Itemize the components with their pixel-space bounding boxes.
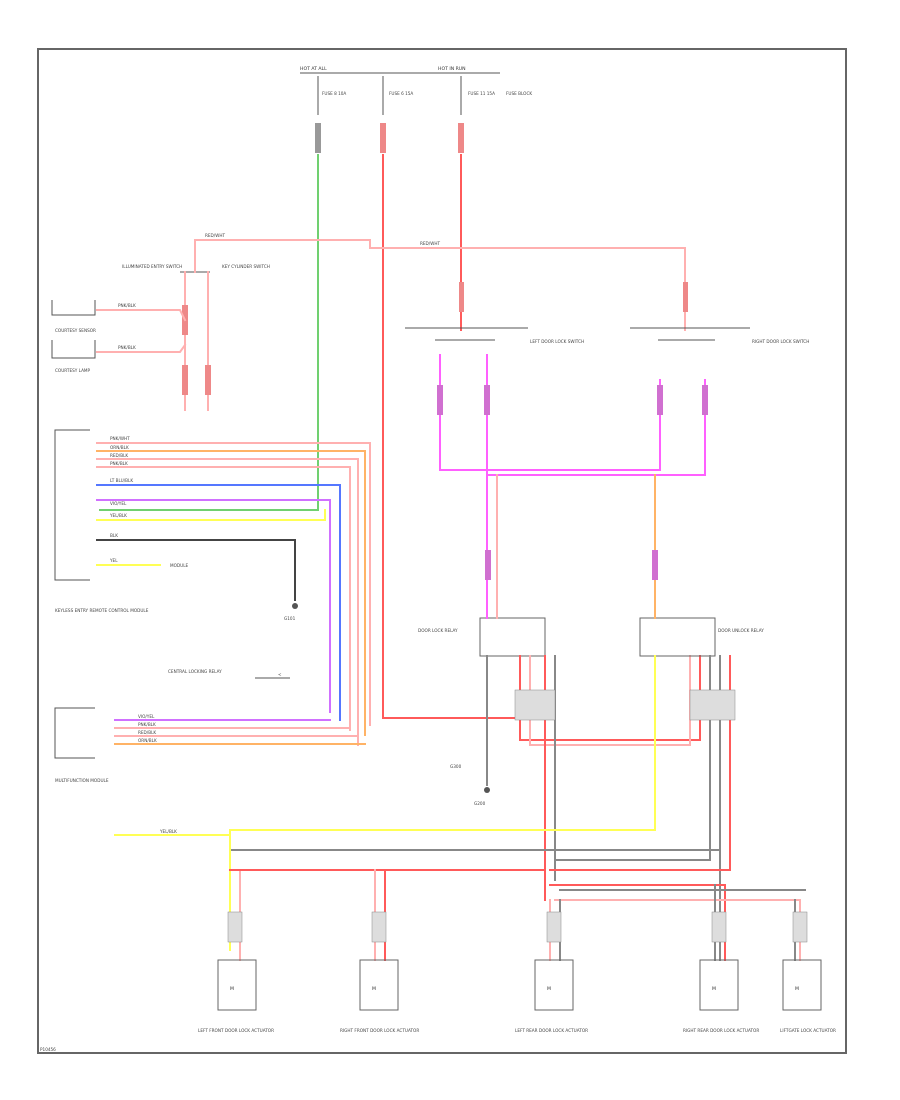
relay-left: DOOR LOCK RELAY [418, 628, 458, 633]
keyless-module-group: KEYLESS ENTRY REMOTE CONTROL MODULE PNK/… [54, 429, 371, 746]
module-ref: MODULE [170, 563, 189, 568]
actuator-tg: M LIFTGATE LOCK ACTUATOR [780, 959, 836, 1033]
wire-label-courtesy-1: PNK/BLK [118, 303, 136, 308]
top-bus: HOT AT ALL HOT IN RUN FUSE 8 10A FUSE 6 … [300, 66, 532, 96]
fuse-c-label: FUSE 11 15A [468, 91, 495, 96]
courtesy-sensor: COURTESY SENSOR [55, 328, 96, 333]
courtesy-lamp: COURTESY LAMP [55, 368, 91, 373]
wire-label-mod-8: BLK [110, 533, 118, 538]
central-lock-relay: CENTRAL LOCKING RELAY < [168, 669, 290, 679]
wire-label-mod-3: RED/BLK [110, 453, 128, 458]
relay-right: DOOR UNLOCK RELAY [718, 628, 764, 633]
wire-label-smart-1: VIO/YEL [138, 714, 155, 719]
left-lock-switch-group: LEFT DOOR LOCK SWITCH [405, 327, 706, 476]
ground-g2: G200 [474, 801, 486, 806]
wire-label-smart-3: RED/BLK [138, 730, 156, 735]
wire-label-smart-2: PNK/BLK [138, 722, 156, 727]
actuator-rr: M RIGHT REAR DOOR LOCK ACTUATOR [683, 959, 759, 1033]
illum-switch-left: ILLUMINATED ENTRY SWITCH [122, 264, 182, 269]
fuse-b-label: FUSE 6 15A [389, 91, 413, 96]
right-lock-switch-group: RIGHT DOOR LOCK SWITCH [630, 327, 809, 415]
top-hot-bus-left: HOT AT ALL [300, 66, 327, 72]
svg-text:<: < [278, 672, 282, 677]
wire-label-mod-1: PNK/WHT [110, 436, 130, 441]
door-lock-motor-tg: LIFTGATE LOCK ACTUATOR [780, 1028, 836, 1033]
illuminated-switches: ILLUMINATED ENTRY SWITCH KEY CYLINDER SW… [122, 239, 270, 411]
footer-code: P10456 [40, 1047, 56, 1052]
wire-label-mod-4: PNK/BLK [110, 461, 128, 466]
ground-g3: G300 [450, 764, 462, 769]
fuse-b-symbol [380, 123, 386, 153]
keyless-module: KEYLESS ENTRY REMOTE CONTROL MODULE [55, 608, 149, 613]
drop-connectors [227, 689, 808, 943]
smart-module: MULTIFUNCTION MODULE [55, 778, 109, 783]
fuse-a-label: FUSE 8 10A [322, 91, 346, 96]
fuse-stubs [315, 76, 464, 153]
smart-module-group: MULTIFUNCTION MODULE VIO/YEL PNK/BLK RED… [54, 707, 366, 783]
wire-label-top-2: RED/WHT [420, 241, 440, 246]
wire-green [99, 154, 319, 511]
left-lock-switch: LEFT DOOR LOCK SWITCH [530, 339, 584, 344]
illum-switch-right: KEY CYLINDER SWITCH [222, 264, 270, 269]
bottom-connector: YEL/BLK [114, 829, 231, 836]
wire-label-mod-6: VIO/YEL [110, 501, 127, 506]
wire-red-main [382, 154, 521, 719]
actuator-rf: M RIGHT FRONT DOOR LOCK ACTUATOR [340, 959, 419, 1033]
wire-pink-top [194, 239, 686, 331]
svg-text:M: M [795, 986, 799, 992]
wire-label-mod-2: ORN/BLK [110, 445, 129, 450]
wire-label-top: RED/WHT [205, 233, 225, 238]
ground-g1: G101 [284, 616, 296, 621]
actuator-lr: M LEFT REAR DOOR LOCK ACTUATOR [515, 959, 588, 1033]
door-lock-motor-rf: RIGHT FRONT DOOR LOCK ACTUATOR [340, 1028, 419, 1033]
lower-distribution [229, 849, 806, 961]
svg-text:M: M [547, 986, 551, 992]
actuator-lf: M LEFT FRONT DOOR LOCK ACTUATOR [198, 959, 274, 1033]
wire-label-courtesy-2: PNK/BLK [118, 345, 136, 350]
wire-label-mod-9: YEL [109, 558, 118, 563]
courtesy-sensor-group: COURTESY SENSOR COURTESY LAMP PNK/BLK PN… [51, 300, 187, 373]
door-lock-motor-lr: LEFT REAR DOOR LOCK ACTUATOR [515, 1028, 588, 1033]
fuse-a-symbol [315, 123, 321, 153]
lock-relay-ctrl: CENTRAL LOCKING RELAY [168, 669, 222, 674]
door-lock-motor-lf: LEFT FRONT DOOR LOCK ACTUATOR [198, 1028, 274, 1033]
wire-label-smart-4: ORN/BLK [138, 738, 157, 743]
wire-label-bottom: YEL/BLK [159, 829, 177, 834]
right-lock-switch: RIGHT DOOR LOCK SWITCH [752, 339, 809, 344]
svg-text:M: M [372, 986, 376, 992]
svg-text:M: M [230, 986, 234, 992]
fuse-panel-label: FUSE BLOCK [506, 91, 532, 96]
diagram-frame [37, 48, 847, 1054]
fuse-c-symbol [458, 123, 464, 153]
svg-text:M: M [712, 986, 716, 992]
wire-label-mod-5: LT BLU/BLK [110, 478, 133, 483]
top-hot-bus-right: HOT IN RUN [438, 66, 466, 72]
door-lock-motor-rr: RIGHT REAR DOOR LOCK ACTUATOR [683, 1028, 759, 1033]
relay-left-group: DOOR LOCK RELAY G200 G300 [418, 474, 701, 901]
wire-label-mod-7: YEL/BLK [109, 513, 127, 518]
